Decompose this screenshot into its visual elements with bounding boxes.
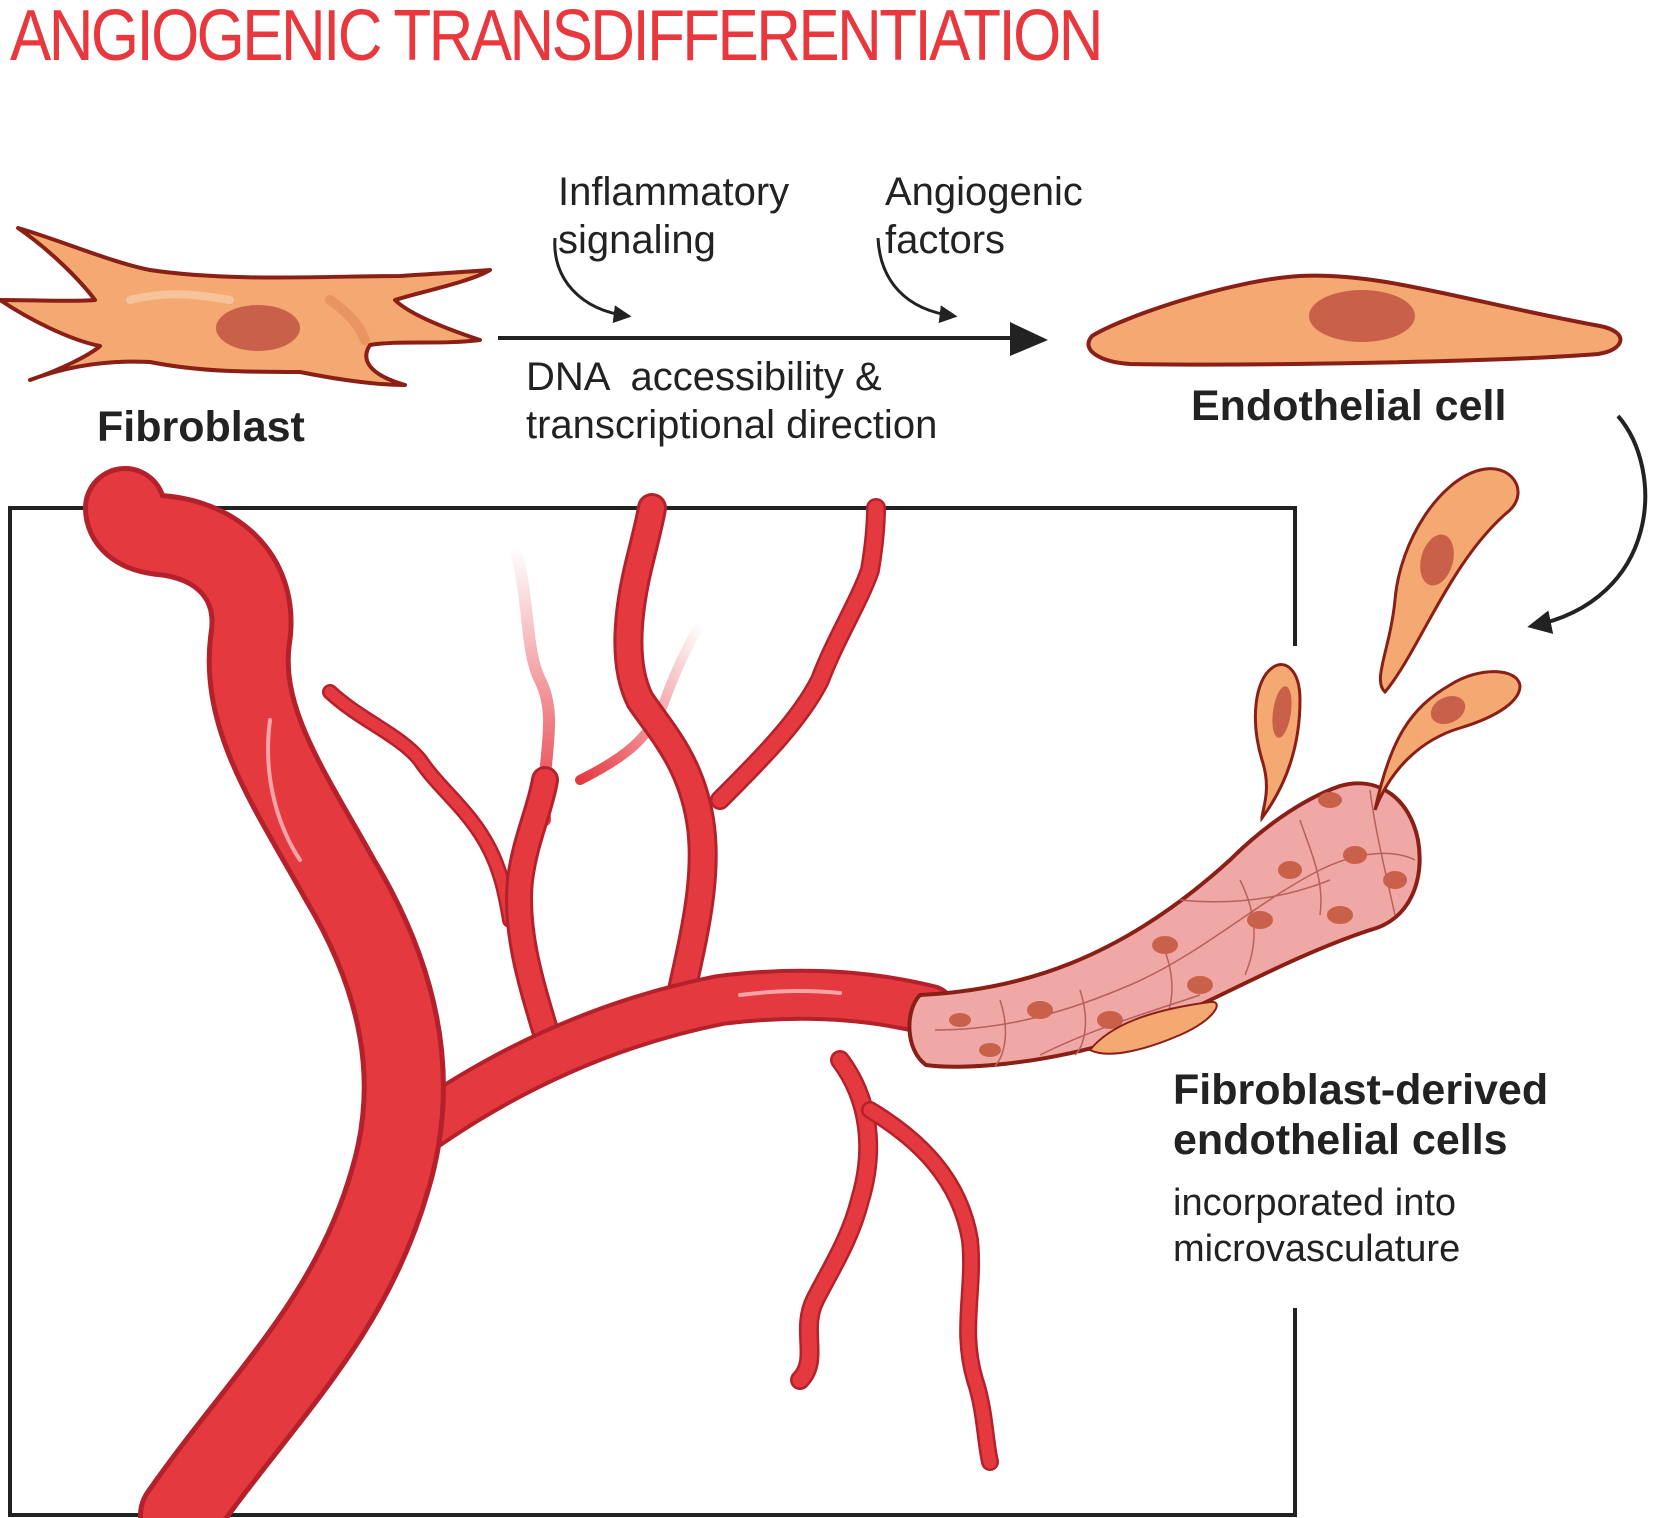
transition-arrow	[498, 322, 1048, 356]
dna-label-line1: DNA accessibility &	[526, 355, 882, 399]
endothelial-label: Endothelial cell	[1191, 382, 1507, 430]
derived-label-line1: Fibroblast-derived	[1173, 1066, 1549, 1114]
angiogenic-label-line1: Angiogenic	[885, 170, 1083, 214]
migrating-derived-cells	[1253, 467, 1522, 823]
incorporated-label-line2: microvasculature	[1173, 1228, 1461, 1270]
dna-label-line2: transcriptional direction	[526, 403, 938, 447]
derived-label-line2: endothelial cells	[1173, 1116, 1508, 1164]
blood-vessel-tree	[83, 466, 999, 1518]
endothelial-cell	[1086, 273, 1623, 367]
endothelial-nucleus	[1309, 290, 1415, 342]
incorporated-derived-cell	[1088, 1000, 1218, 1055]
fibroblast-nucleus	[216, 305, 300, 351]
microvasculature-frame	[8, 506, 1297, 1517]
inflammatory-label-line2: signaling	[558, 218, 716, 262]
incorporated-label-line1: incorporated into	[1173, 1182, 1457, 1224]
capillary-nuclei	[949, 792, 1407, 1057]
angiogenic-curve-arrow	[876, 237, 958, 324]
incorporation-curve-arrow	[1527, 414, 1648, 634]
fibroblast-cell	[0, 226, 492, 387]
angiogenic-label-line2: factors	[885, 218, 1006, 262]
capillary-segment	[907, 781, 1422, 1069]
inflammatory-curve-arrow	[553, 237, 632, 324]
page-title: ANGIOGENIC TRANSDIFFERENTIATION	[10, 0, 1103, 76]
inflammatory-label-line1: Inflammatory	[558, 170, 790, 214]
fibroblast-label: Fibroblast	[97, 403, 305, 451]
